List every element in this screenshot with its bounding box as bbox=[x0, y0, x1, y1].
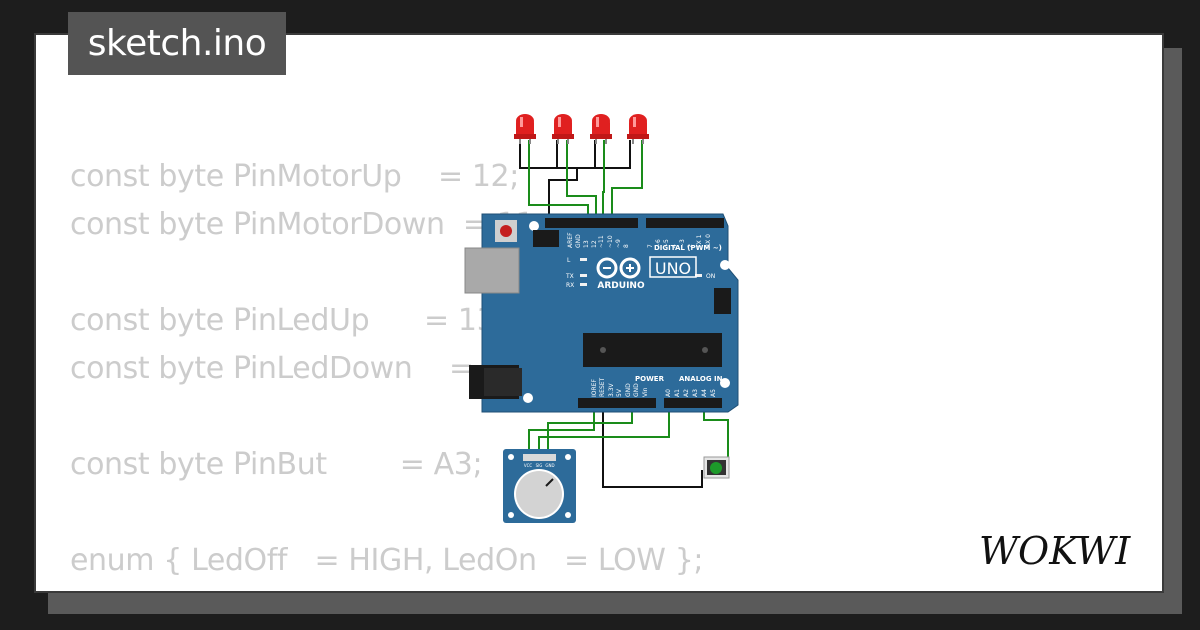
pin-label: 7 bbox=[647, 244, 654, 248]
pin-label: A2 bbox=[683, 389, 690, 397]
pin-label: GND bbox=[575, 234, 582, 248]
code-line: const byte PinBut = A3; bbox=[70, 447, 483, 482]
filename-tag: sketch.ino bbox=[68, 12, 286, 75]
led-rx-label: RX bbox=[566, 282, 574, 289]
top-header-right bbox=[646, 218, 724, 228]
pin-label: A5 bbox=[710, 389, 717, 397]
potentiometer: VCC SIG GND bbox=[503, 449, 576, 523]
digital-label: DIGITAL (PWM ~) bbox=[654, 244, 722, 252]
board-model: UNO bbox=[655, 259, 691, 278]
led-3 bbox=[590, 114, 612, 144]
pin-label: RESET bbox=[599, 377, 606, 397]
pin-label: A0 bbox=[665, 389, 672, 397]
pin-label: ~3 bbox=[679, 239, 686, 248]
pin-label: 8 bbox=[623, 244, 630, 248]
arduino-uno-board: UNO ARDUINO DIGITAL (PWM ~) POWER ANALOG… bbox=[464, 213, 739, 413]
pin-label: 3.3V bbox=[608, 382, 615, 397]
pot-gnd-wire bbox=[547, 404, 633, 455]
pin-label: 4 bbox=[671, 244, 678, 248]
wokwi-logo: WOKWI bbox=[979, 529, 1131, 573]
analog-header bbox=[664, 398, 722, 408]
board-brand: ARDUINO bbox=[597, 281, 645, 291]
pin-label: Vin bbox=[642, 387, 649, 397]
code-preview: const byte PinMotorUp = 12; const byte P… bbox=[70, 153, 731, 591]
pin-label: ~11 bbox=[598, 235, 605, 248]
led-tx-label: TX bbox=[565, 273, 574, 280]
pin-label: GND bbox=[625, 383, 632, 397]
top-header-left bbox=[545, 218, 638, 228]
pot-pin-gnd: GND bbox=[545, 463, 554, 468]
analog-label: ANALOG IN bbox=[679, 375, 723, 383]
push-button bbox=[703, 456, 730, 479]
pin-label: ~9 bbox=[615, 239, 622, 248]
led-signal-wires bbox=[528, 140, 643, 222]
pot-pin-vcc: VCC bbox=[524, 463, 533, 468]
icsp-header bbox=[533, 230, 731, 314]
pin-label: 2 bbox=[687, 244, 694, 248]
pin-label: 5V bbox=[616, 388, 623, 397]
pin-label: A4 bbox=[701, 389, 708, 397]
pin-label: A1 bbox=[674, 389, 681, 397]
arduino-infinity-icon bbox=[596, 257, 641, 279]
pin-label: IOREF bbox=[591, 379, 598, 397]
pin-label: AREF bbox=[567, 232, 574, 248]
led-1 bbox=[514, 114, 536, 144]
atmega-chip bbox=[583, 333, 722, 367]
pot-sig-wire bbox=[538, 404, 670, 455]
pin-label: GND bbox=[633, 383, 640, 397]
code-line: const byte PinMotorDown = 11; bbox=[70, 207, 544, 242]
pin-label: ~5 bbox=[663, 239, 670, 248]
code-line: const byte PinMotorUp = 12; bbox=[70, 159, 519, 194]
led-l-label: L bbox=[567, 257, 571, 264]
led-2 bbox=[552, 114, 574, 144]
pin-label: A3 bbox=[692, 389, 699, 397]
pin-label: ~10 bbox=[607, 235, 614, 248]
pin-label: RX 0 bbox=[705, 234, 712, 248]
led-4 bbox=[627, 114, 649, 144]
power-header bbox=[578, 398, 656, 408]
logo-text: WOKWI bbox=[979, 529, 1131, 573]
pin-label: ~6 bbox=[655, 239, 662, 248]
pot-knob bbox=[516, 471, 562, 517]
pot-pin-sig: SIG bbox=[536, 463, 543, 468]
code-line: enum { LedOff = HIGH, LedOn = LOW }; bbox=[70, 543, 704, 578]
pin-label: TX 1 bbox=[696, 234, 703, 249]
pot-vcc-wire bbox=[528, 404, 595, 455]
pin-label: 12 bbox=[591, 240, 598, 248]
power-label: POWER bbox=[635, 375, 665, 383]
led-ground-wires bbox=[519, 140, 631, 222]
pin-label: 13 bbox=[583, 240, 590, 248]
button-ground-wire bbox=[602, 404, 703, 488]
usb-port bbox=[464, 247, 520, 294]
on-label: ON bbox=[706, 273, 715, 280]
